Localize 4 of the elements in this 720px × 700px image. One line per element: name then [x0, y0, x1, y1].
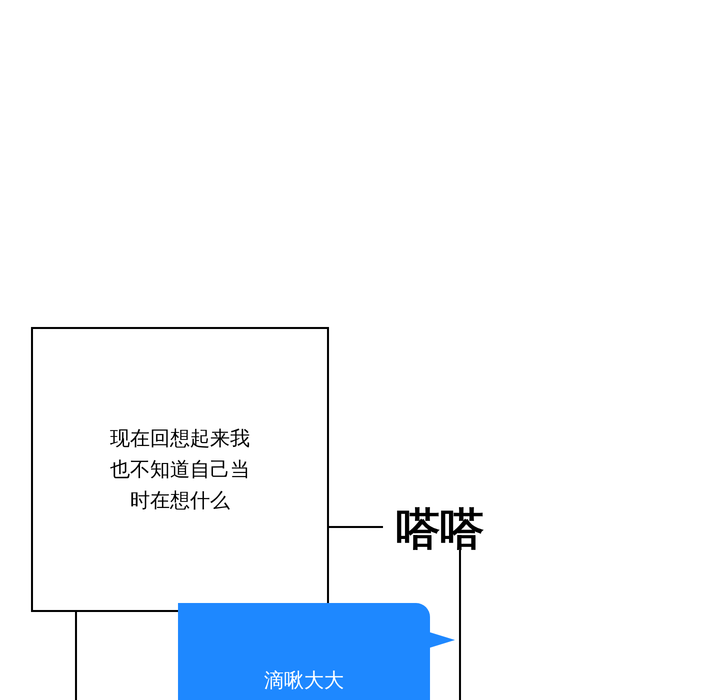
- sound-effect-text: 嗒嗒: [383, 502, 497, 558]
- narration-box: 现在回想起来我也不知道自己当时在想什么: [31, 327, 329, 612]
- chat-bubble: 滴啾大大: [178, 603, 430, 700]
- connector-line: [329, 526, 383, 528]
